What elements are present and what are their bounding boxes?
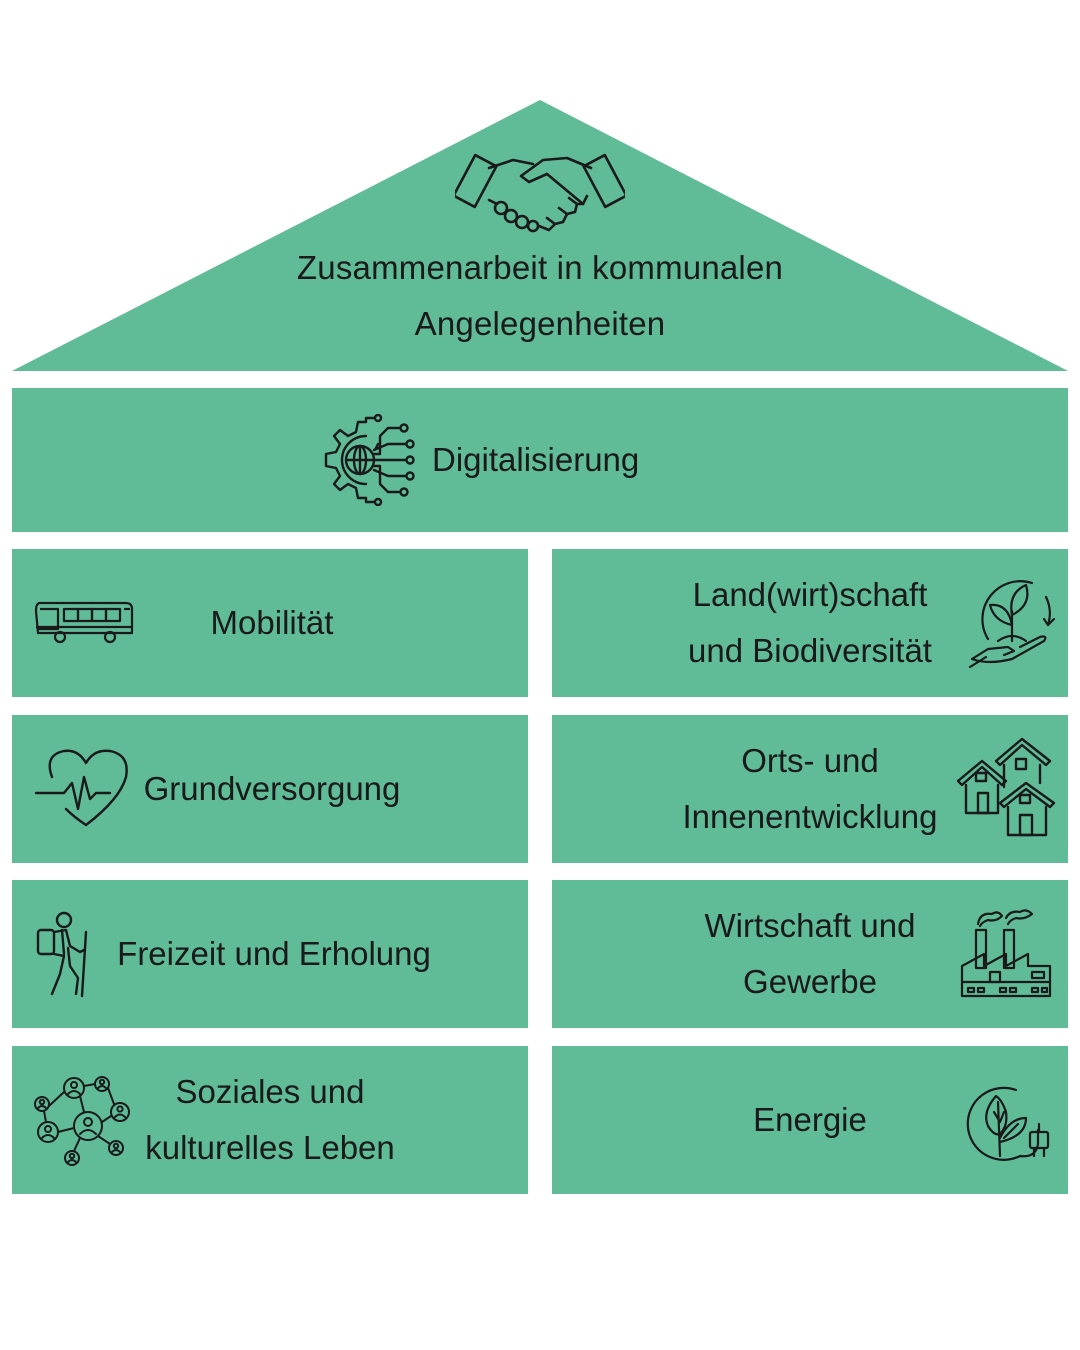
tile-mobilitaet: Mobilität	[12, 549, 528, 697]
tile-landwirtschaft: Land(wirt)schaft und Biodiversität	[552, 549, 1068, 697]
roof-title-line1: Zusammenarbeit in kommunalen	[296, 249, 784, 286]
tile-label: Soziales und kulturelles Leben	[130, 1046, 410, 1194]
tile-label-line1: Land(wirt)schaft	[692, 576, 928, 613]
roof-title-line2: Angelegenheiten	[414, 305, 666, 342]
tile-label-line1: Wirtschaft und	[704, 907, 916, 944]
roof-triangle	[12, 100, 1068, 371]
tile-label: Land(wirt)schaft und Biodiversität	[650, 549, 970, 697]
plant-in-hand-icon	[968, 575, 1058, 671]
tile-ortsentwicklung: Orts- und Innenentwicklung	[552, 715, 1068, 863]
tile-label: Grundversorgung	[132, 715, 412, 863]
tile-label: Orts- und Innenentwicklung	[650, 715, 970, 863]
tile-label-line1: Freizeit und Erholung	[117, 935, 431, 972]
handshake-icon	[455, 138, 625, 233]
bus-icon	[34, 599, 134, 647]
tile-label-line1: Grundversorgung	[143, 770, 401, 807]
tile-label: Wirtschaft und Gewerbe	[650, 880, 970, 1028]
tile-label-line1: Mobilität	[210, 604, 334, 641]
tile-wirtschaft: Wirtschaft und Gewerbe	[552, 880, 1068, 1028]
factory-icon	[960, 908, 1052, 1000]
tile-label: Mobilität	[142, 549, 402, 697]
digitalisierung-label: Digitalisierung	[432, 441, 640, 478]
tile-label-line1: Soziales und	[175, 1073, 365, 1110]
hiker-icon	[34, 910, 96, 998]
tile-energie: Energie	[552, 1046, 1068, 1194]
tile-label: Freizeit und Erholung	[104, 880, 444, 1028]
tile-label-line2: kulturelles Leben	[145, 1129, 395, 1166]
tile-label-line2: und Biodiversität	[688, 632, 932, 669]
tile-label-line2: Gewerbe	[743, 963, 877, 1000]
tile-label-line1: Energie	[753, 1101, 867, 1138]
heartbeat-icon	[34, 747, 134, 829]
tile-label: Energie	[650, 1046, 970, 1194]
people-network-icon	[32, 1074, 132, 1166]
roof-title: Zusammenarbeit in kommunalen Angelegenhe…	[190, 240, 890, 352]
tile-label-line2: Innenentwicklung	[682, 798, 938, 835]
tile-label-line1: Orts- und	[741, 742, 879, 779]
leaf-plug-icon	[960, 1082, 1056, 1162]
tile-grundversorgung: Grundversorgung	[12, 715, 528, 863]
houses-icon	[956, 737, 1056, 839]
digital-gear-globe-icon	[318, 414, 418, 506]
tile-soziales: Soziales und kulturelles Leben	[12, 1046, 528, 1194]
digitalisierung-band: Digitalisierung	[12, 388, 1068, 532]
tile-freizeit: Freizeit und Erholung	[12, 880, 528, 1028]
